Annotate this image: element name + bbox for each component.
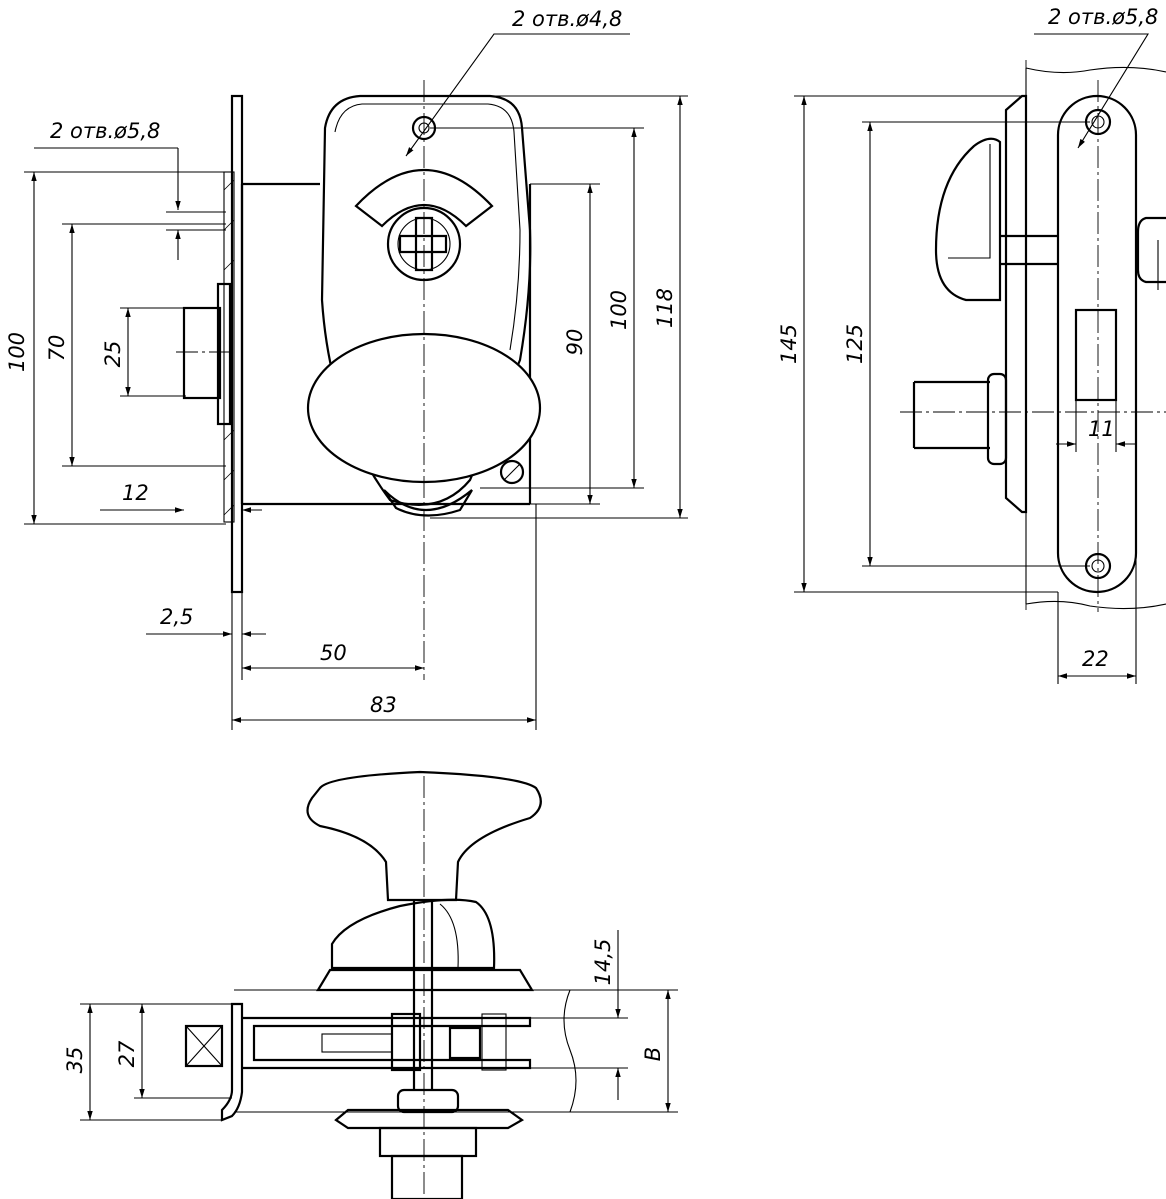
top-dim-b: B (641, 1047, 665, 1061)
front-dim-25: 25 (101, 341, 125, 368)
front-dim-100-right: 100 (607, 290, 631, 330)
front-bolt-guide (216, 282, 232, 426)
top-lower-rosette (334, 1108, 525, 1130)
top-view: 35 27 14,5 B (63, 770, 678, 1199)
side-dimension-lines (801, 96, 1136, 679)
top-door-panel (234, 989, 577, 1113)
front-lock-body (240, 182, 532, 506)
front-bottom-screw (499, 459, 525, 485)
side-dim-22: 22 (1082, 647, 1109, 671)
top-nut (378, 1126, 478, 1158)
front-callout-hole-large: 2 отв.ø5,8 (50, 119, 160, 143)
front-indicator-sector (354, 168, 494, 228)
top-dim-27: 27 (115, 1040, 139, 1067)
side-lever (934, 137, 1002, 302)
side-dim-125: 125 (843, 324, 867, 364)
side-view: 2 отв.ø5,8 145 125 11 22 (777, 5, 1166, 684)
side-extension-lines (794, 95, 1137, 684)
top-dim-14-5: 14,5 (591, 939, 615, 986)
top-lever-head (330, 898, 496, 970)
side-slot (1074, 308, 1118, 402)
front-dim-70: 70 (45, 335, 69, 362)
front-dimension-lines (31, 96, 683, 723)
front-dim-50: 50 (320, 641, 347, 665)
front-dim-2-5: 2,5 (160, 605, 193, 629)
side-door-panel (1025, 66, 1166, 610)
side-dim-11: 11 (1088, 417, 1115, 441)
front-key-slot (398, 216, 448, 272)
top-bolt (184, 1024, 224, 1068)
front-dim-12: 12 (122, 481, 149, 505)
front-view: 2 отв.ø4,8 2 отв.ø5,8 100 70 25 12 90 10… (5, 7, 688, 730)
front-dim-100-left: 100 (5, 332, 29, 372)
side-callout-hole: 2 отв.ø5,8 (1048, 5, 1158, 29)
side-plate (1004, 94, 1028, 514)
top-dim-35: 35 (63, 1047, 87, 1074)
front-callout-hole-small: 2 отв.ø4,8 (512, 7, 622, 31)
top-rosette (316, 968, 534, 992)
top-lock-case (242, 1016, 532, 1070)
front-dim-90: 90 (563, 329, 587, 356)
front-dim-118: 118 (653, 288, 677, 328)
front-bottom-latch (383, 489, 473, 517)
front-bolt (182, 306, 222, 400)
side-right-knob (1136, 216, 1166, 284)
front-extension-lines (24, 95, 688, 730)
top-t-handle (306, 770, 542, 902)
side-dim-145: 145 (777, 324, 801, 364)
front-plate-hatching (223, 179, 235, 516)
front-plate-section (223, 171, 235, 523)
top-strip-plate (220, 1002, 244, 1122)
top-extension-lines (80, 989, 678, 1121)
front-escutcheon-inner (334, 103, 521, 351)
side-lock-case (1056, 94, 1138, 594)
front-dim-83: 83 (370, 693, 397, 717)
side-hole-leader (1034, 33, 1149, 149)
top-dimension-lines (87, 930, 671, 1120)
side-shaft (912, 380, 990, 450)
front-hole-leader (405, 33, 630, 157)
